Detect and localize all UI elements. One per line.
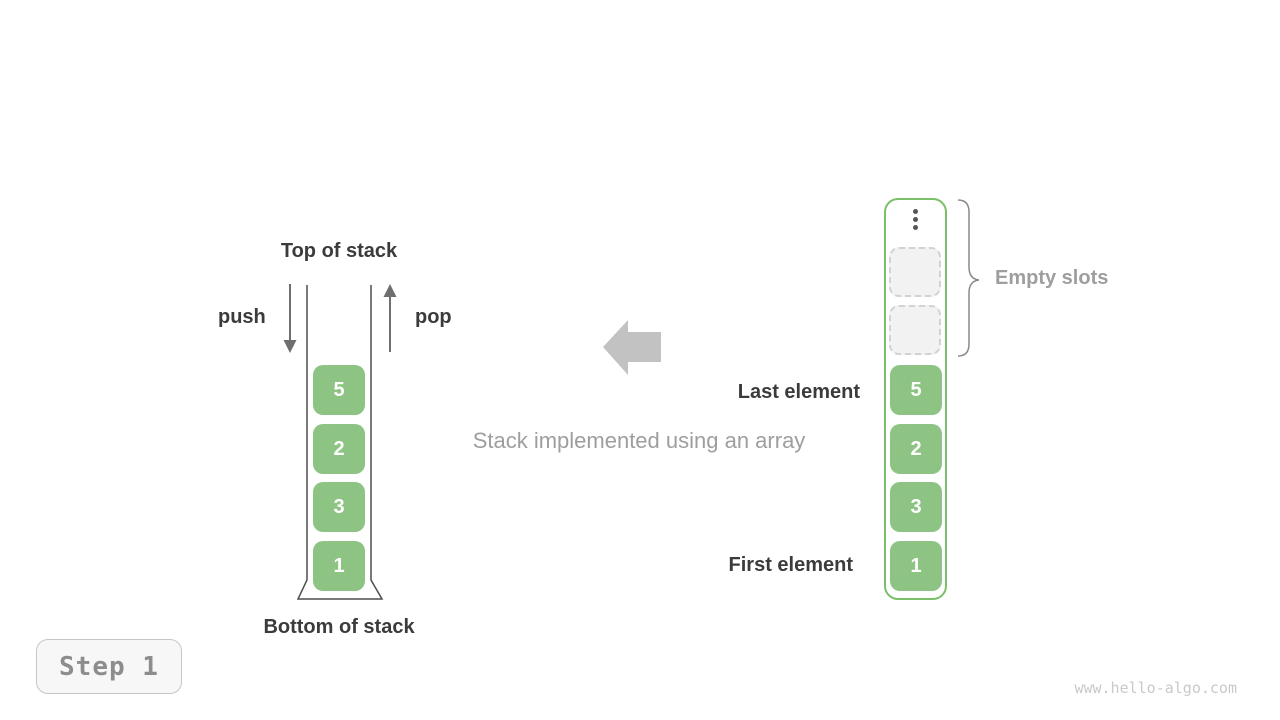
ellipsis-dots-icon — [884, 209, 947, 230]
array-box: 1 — [890, 541, 942, 591]
array-box: 5 — [890, 365, 942, 415]
array-box: 2 — [890, 424, 942, 474]
empty-slots-brace — [957, 199, 980, 357]
empty-slot — [889, 247, 941, 297]
first-element-label: First element — [728, 554, 853, 576]
push-label: push — [218, 306, 266, 328]
diagram-caption: Stack implemented using an array — [472, 428, 806, 453]
empty-slot — [889, 305, 941, 355]
push-arrow-head — [283, 340, 297, 353]
pop-arrow-head — [383, 284, 397, 297]
empty-slots-label: Empty slots — [995, 267, 1109, 289]
step-badge: Step 1 — [36, 639, 182, 694]
left-block-arrow-icon — [603, 320, 661, 375]
pop-label: pop — [415, 306, 452, 328]
stack-box: 3 — [313, 482, 365, 532]
last-element-label: Last element — [737, 381, 860, 403]
top-of-stack-label: Top of stack — [280, 240, 398, 262]
watermark-url: www.hello-algo.com — [1074, 679, 1237, 697]
stack-box: 1 — [313, 541, 365, 591]
array-box: 3 — [890, 482, 942, 532]
stack-box: 2 — [313, 424, 365, 474]
bottom-of-stack-label: Bottom of stack — [263, 616, 415, 638]
stack-box: 5 — [313, 365, 365, 415]
